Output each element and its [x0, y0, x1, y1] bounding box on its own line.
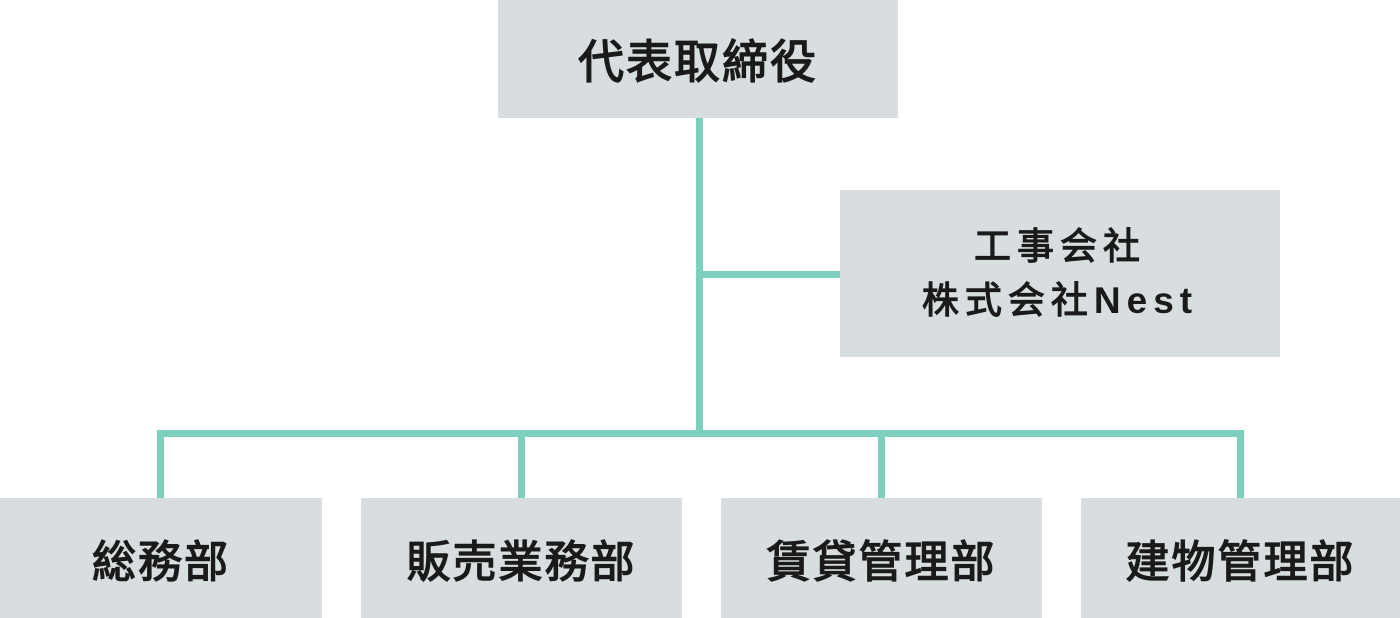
connector-affiliate-branch	[696, 271, 840, 278]
org-node-dept-label: 賃貸管理部	[766, 538, 997, 587]
org-node-affiliate-label-line2: 株式会社Nest	[921, 279, 1199, 321]
org-node-root: 代表取締役	[498, 0, 898, 118]
org-node-affiliate-label-line1: 工事会社	[974, 225, 1146, 267]
org-node-dept-label: 建物管理部	[1125, 538, 1356, 587]
connector-drop-dept-4	[1237, 430, 1244, 498]
connector-departments-horizontal	[157, 430, 1244, 437]
org-node-affiliate: 工事会社 株式会社Nest	[840, 190, 1280, 357]
connector-drop-dept-3	[878, 430, 885, 498]
org-node-root-label: 代表取締役	[578, 36, 818, 88]
org-node-dept-sales-operations: 販売業務部	[361, 498, 682, 618]
connector-drop-dept-1	[157, 430, 164, 498]
org-node-dept-label: 総務部	[92, 538, 230, 587]
org-node-dept-building-management: 建物管理部	[1081, 498, 1400, 618]
org-node-dept-rental-management: 賃貸管理部	[721, 498, 1042, 618]
connector-drop-dept-2	[518, 430, 525, 498]
org-node-dept-label: 販売業務部	[406, 538, 637, 587]
org-node-dept-general-affairs: 総務部	[0, 498, 322, 618]
